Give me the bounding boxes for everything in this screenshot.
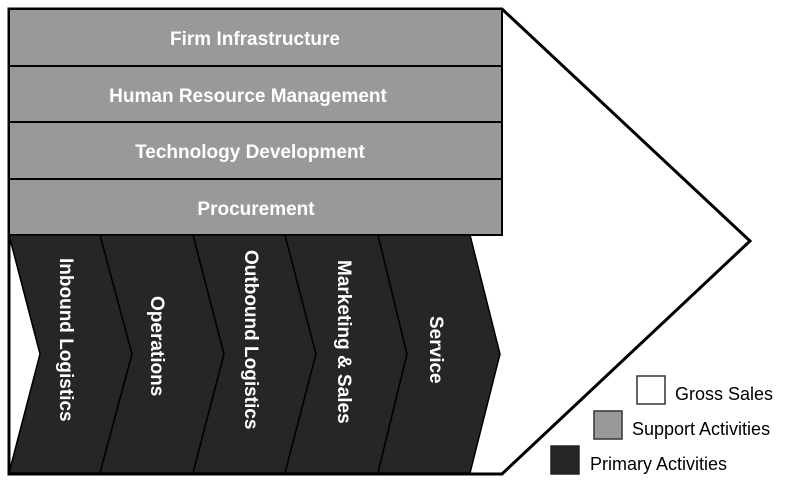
legend-swatch-gross-sales <box>636 375 666 405</box>
primary-label: Service <box>425 316 446 384</box>
primary-label: Operations <box>146 296 167 396</box>
support-label: Technology Development <box>135 142 365 163</box>
primary-label: Inbound Logistics <box>55 258 76 422</box>
legend-swatch-primary <box>550 445 580 475</box>
primary-label: Marketing & Sales <box>333 260 354 424</box>
support-label: Procurement <box>197 199 315 220</box>
legend-label: Primary Activities <box>590 454 727 474</box>
legend-label: Gross Sales <box>675 384 773 404</box>
legend: Gross Sales Support Activities Primary A… <box>550 375 773 475</box>
primary-activities: Inbound Logistics Operations Outbound Lo… <box>7 234 502 476</box>
support-label: Firm Infrastructure <box>170 29 340 50</box>
support-band-procurement <box>8 178 503 236</box>
support-band-technology <box>8 121 503 180</box>
legend-label: Support Activities <box>632 419 770 439</box>
support-label: Human Resource Management <box>109 86 387 107</box>
support-band-firm-infrastructure <box>8 8 503 67</box>
primary-label: Outbound Logistics <box>240 250 261 429</box>
support-activities: Firm Infrastructure Human Resource Manag… <box>8 8 503 236</box>
legend-swatch-support <box>593 410 623 440</box>
